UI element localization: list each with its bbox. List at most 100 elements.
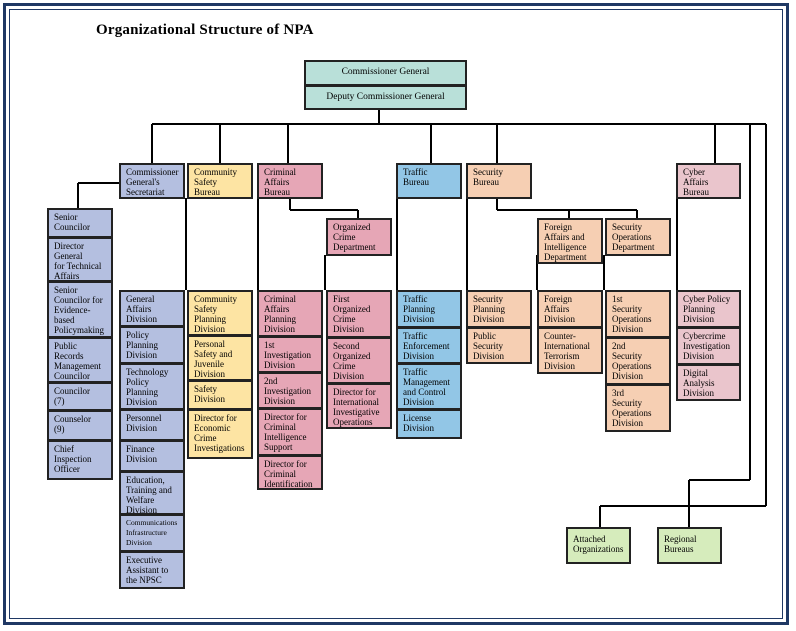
secretariat-left-item: Public Records Management Councilor <box>47 337 113 383</box>
criminal-division-item: Director for Criminal Identification <box>257 455 323 490</box>
secretariat-head-label: Commissioner General's Secretariat <box>126 167 179 197</box>
traffic-division-label: Traffic Management and Control Division <box>403 367 450 407</box>
secretariat-left-item: Counselor (9) <box>47 410 113 441</box>
traffic-division-label: Traffic Enforcement Division <box>403 331 450 361</box>
secretariat-division-label: General Affairs Division <box>126 294 158 324</box>
criminal-affairs-bureau-box: Criminal Affairs Bureau <box>257 163 323 199</box>
secretariat-left-item: Councilor (7) <box>47 382 113 411</box>
security-division-item: Public Security Division <box>466 327 532 364</box>
secretariat-division-item: Technology Policy Planning Division <box>119 363 185 410</box>
secretariat-left-item: Chief Inspection Officer <box>47 440 113 480</box>
secretariat-division-item: Finance Division <box>119 440 185 472</box>
cyber-division-label: Digital Analysis Division <box>683 368 715 398</box>
criminal-division-item: 2nd Investigation Division <box>257 372 323 409</box>
community-division-label: Director for Economic Crime Investigatio… <box>194 413 245 453</box>
secretariat-division-item: Personnel Division <box>119 409 185 441</box>
community-safety-bureau-box: Community Safety Bureau <box>187 163 253 199</box>
secretariat-left-label: Public Records Management Councilor <box>54 341 101 381</box>
attached-organizations-label: Attached Organizations <box>573 534 624 554</box>
secretariat-left-label: Senior Councilor for Evidence- based Pol… <box>54 285 104 335</box>
deputy-commissioner-general-box: Deputy Commissioner General <box>304 85 467 110</box>
cyber-division-item: Digital Analysis Division <box>676 364 741 401</box>
criminal-affairs-bureau-label: Criminal Affairs Bureau <box>264 167 296 197</box>
secretariat-division-label: Finance Division <box>126 444 158 464</box>
secretariat-left-item: Director General for Technical Affairs <box>47 237 113 282</box>
criminal-division-label: Director for Criminal Identification <box>264 459 313 489</box>
security-bureau-label: Security Bureau <box>473 167 503 187</box>
secretariat-division-item: General Affairs Division <box>119 290 185 327</box>
secretariat-left-label: Director General for Technical Affairs <box>54 241 102 281</box>
community-division-item: Director for Economic Crime Investigatio… <box>187 409 253 459</box>
traffic-division-label: Traffic Planning Division <box>403 294 436 324</box>
organized-crime-division-label: Director for International Investigative… <box>333 387 380 427</box>
regional-bureaus-box: Regional Bureaus <box>657 527 722 564</box>
secretariat-division-label: Personnel Division <box>126 413 162 433</box>
organized-crime-division-item: First Organized Crime Division <box>326 290 392 338</box>
secretariat-left-item: Senior Councilor for Evidence- based Pol… <box>47 281 113 338</box>
organized-crime-division-item: Director for International Investigative… <box>326 383 392 429</box>
page-title: Organizational Structure of NPA <box>96 22 314 38</box>
organized-crime-division-item: Second Organized Crime Division <box>326 337 392 384</box>
criminal-division-label: 1st Investigation Division <box>264 340 311 370</box>
secretariat-division-label: Executive Assistant to the NPSC <box>126 555 169 585</box>
security-operations-department-label: Security Operations Department <box>612 222 655 252</box>
secretariat-division-label: Technology Policy Planning Division <box>126 367 169 407</box>
secretariat-left-label: Counselor (9) <box>54 414 91 434</box>
secretariat-head-box: Commissioner General's Secretariat <box>119 163 185 199</box>
security-division-label: Public Security Division <box>473 331 505 361</box>
traffic-division-item: Traffic Planning Division <box>396 290 462 328</box>
traffic-bureau-label: Traffic Bureau <box>403 167 429 187</box>
traffic-division-item: Traffic Enforcement Division <box>396 327 462 364</box>
attached-organizations-box: Attached Organizations <box>566 527 631 564</box>
foreign-affairs-division-label: Foreign Affairs Division <box>544 294 576 324</box>
community-division-label: Safety Division <box>194 384 226 404</box>
secretariat-division-item: Policy Planning Division <box>119 326 185 364</box>
criminal-division-label: Director for Criminal Intelligence Suppo… <box>264 412 307 452</box>
foreign-affairs-department-box: Foreign Affairs and Intelligence Departm… <box>537 218 603 264</box>
outer-frame <box>3 3 789 625</box>
inner-frame <box>9 9 783 619</box>
organized-crime-division-label: First Organized Crime Division <box>333 294 371 334</box>
organized-crime-department-box: Organized Crime Department <box>326 218 392 256</box>
cyber-division-label: Cyber Policy Planning Division <box>683 294 731 324</box>
cyber-affairs-bureau-box: Cyber Affairs Bureau <box>676 163 741 199</box>
secretariat-division-item: Executive Assistant to the NPSC <box>119 551 185 589</box>
traffic-division-item: License Division <box>396 409 462 439</box>
security-division-item: Security Planning Division <box>466 290 532 328</box>
criminal-division-item: 1st Investigation Division <box>257 336 323 373</box>
community-division-label: Community Safety Planning Division <box>194 294 238 334</box>
traffic-division-label: License Division <box>403 413 435 433</box>
secretariat-division-label: Policy Planning Division <box>126 330 159 360</box>
criminal-division-item: Director for Criminal Intelligence Suppo… <box>257 408 323 456</box>
security-operations-division-label: 3rd Security Operations Division <box>612 388 652 428</box>
commissioner-general-box: Commissioner General <box>304 60 467 86</box>
secretariat-left-label: Councilor (7) <box>54 386 90 406</box>
security-bureau-box: Security Bureau <box>466 163 532 199</box>
traffic-division-item: Traffic Management and Control Division <box>396 363 462 410</box>
community-division-item: Safety Division <box>187 380 253 410</box>
organized-crime-department-label: Organized Crime Department <box>333 222 376 252</box>
community-division-item: Community Safety Planning Division <box>187 290 253 336</box>
security-operations-division-label: 2nd Security Operations Division <box>612 341 652 381</box>
criminal-division-item: Criminal Affairs Planning Division <box>257 290 323 337</box>
community-division-item: Personal Safety and Juvenile Division <box>187 335 253 381</box>
secretariat-left-item: Senior Councilor <box>47 208 113 238</box>
organized-crime-division-label: Second Organized Crime Division <box>333 341 371 381</box>
commissioner-general-label: Commissioner General <box>341 67 430 77</box>
secretariat-division-item: Communications Infrastructure Division <box>119 514 185 552</box>
community-division-label: Personal Safety and Juvenile Division <box>194 339 233 379</box>
security-operations-division-item: 1st Security Operations Division <box>605 290 671 338</box>
security-operations-division-item: 3rd Security Operations Division <box>605 384 671 432</box>
community-safety-bureau-label: Community Safety Bureau <box>194 167 238 197</box>
criminal-division-label: 2nd Investigation Division <box>264 376 311 406</box>
security-operations-division-label: 1st Security Operations Division <box>612 294 652 334</box>
traffic-bureau-box: Traffic Bureau <box>396 163 462 199</box>
deputy-commissioner-general-label: Deputy Commissioner General <box>326 92 445 102</box>
secretariat-division-label: Education, Training and Welfare Division <box>126 475 172 515</box>
secretariat-left-label: Senior Councilor <box>54 212 90 232</box>
secretariat-left-label: Chief Inspection Officer <box>54 444 92 474</box>
cyber-affairs-bureau-label: Cyber Affairs Bureau <box>683 167 709 197</box>
cyber-division-item: Cybercrime Investigation Division <box>676 327 741 365</box>
secretariat-division-label: Communications Infrastructure Division <box>126 518 178 547</box>
